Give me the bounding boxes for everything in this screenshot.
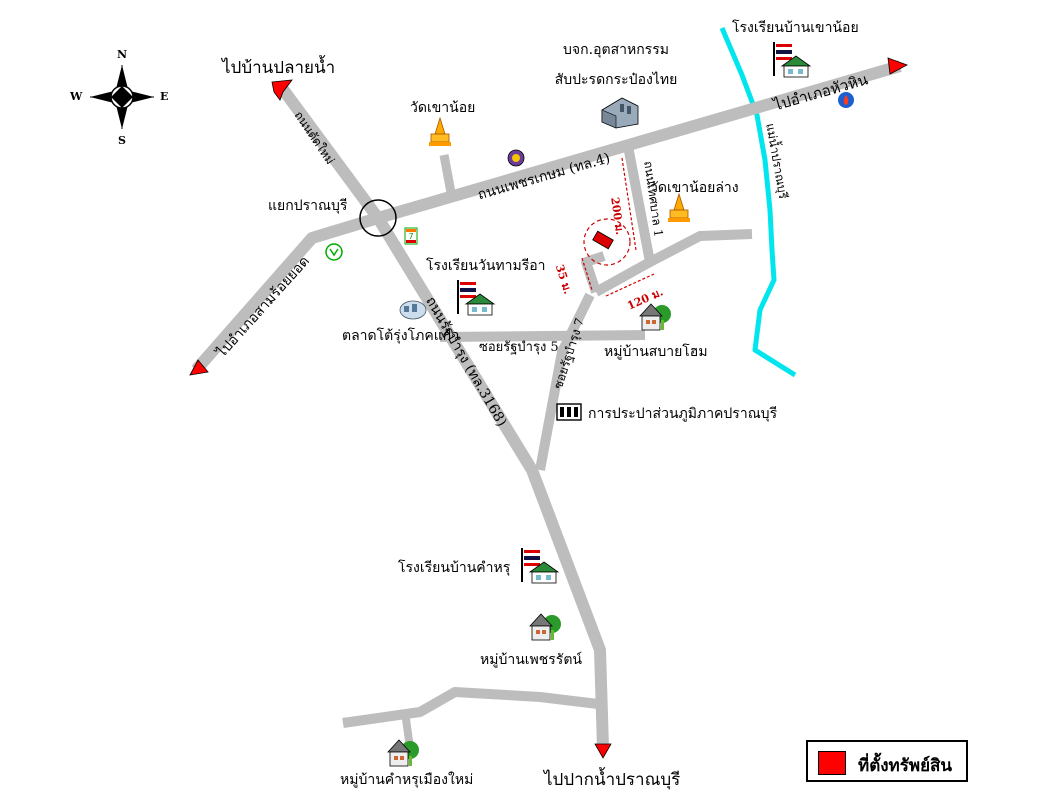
arrow-southwest-icon [189, 359, 209, 376]
direction-plai-nam: ไปบ้านปลายน้ำ [222, 58, 336, 78]
waterworks-label: การประปาส่วนภูมิภาคปราณบุรี [588, 406, 778, 422]
gas-station-icon [838, 92, 854, 108]
road-phetkasem-west [191, 212, 380, 374]
legend-box: ที่ตั้งทรัพย์สิน [806, 740, 968, 782]
arrow-north-icon [271, 79, 293, 101]
compass-south-label: S [118, 134, 126, 147]
village-icon [387, 739, 419, 767]
property-circle [583, 218, 631, 266]
road-tesaban1-east [647, 229, 753, 267]
arrow-south-icon [594, 743, 612, 759]
market-icon [399, 300, 427, 320]
road-soi7 [535, 292, 595, 471]
road-south-west [342, 687, 599, 728]
road-stub-to-property [581, 251, 606, 294]
yaek-pranburi-label: แยกปราณบุรี [268, 198, 348, 214]
school-icon [773, 42, 812, 78]
factory-label-line1: บจก.อุตสาหกรรม [563, 42, 669, 58]
compass-icon [90, 65, 154, 129]
legend-swatch [818, 751, 846, 775]
road-soi5 [439, 330, 646, 342]
wat-khao-noi-label: วัดเขาน้อย [410, 100, 476, 116]
road-phetkasem-east [376, 60, 902, 224]
bank-icon [325, 243, 343, 261]
river-line [719, 27, 797, 378]
road-north-plai-nam [277, 84, 383, 222]
road-ratthaburanung [372, 214, 609, 749]
village-icon [639, 303, 671, 331]
svg-text:7: 7 [408, 232, 413, 241]
road-to-wat-khao-noi [439, 154, 457, 199]
dist-200-line [621, 157, 637, 251]
compass-west-label: W [70, 90, 83, 103]
waterworks-icon [556, 403, 582, 421]
temple-icon [429, 116, 451, 146]
school-icon [521, 548, 560, 584]
seven-eleven-icon: 7 [404, 227, 418, 245]
direction-pak-nam-pran: ไปปากน้ำปราณบุรี [544, 770, 681, 790]
road-soi5-label: ซอยรัฐบำรุง 5 [479, 340, 559, 355]
arrow-east-icon [887, 57, 908, 75]
village-sabai-label: หมู่บ้านสบายโฮม [604, 344, 708, 360]
compass-east-label: E [160, 90, 169, 103]
factory-label-line2: สับปะรดกระป๋องไทย [554, 72, 678, 88]
dist-120-line [605, 273, 655, 297]
police-icon [507, 149, 525, 167]
village-phet-label: หมู่บ้านเพชรรัตน์ [480, 652, 582, 668]
school-khao-noi-label: โรงเรียนบ้านเขาน้อย [732, 20, 859, 36]
village-kham-ru-label: หมู่บ้านคำหรุเมืองใหม่ [340, 772, 474, 788]
compass-north-label: N [117, 48, 128, 61]
wat-khao-noi-lang-label: วัดเขาน้อยล่าง [650, 180, 739, 196]
dist-35-line [581, 257, 593, 291]
temple-icon [668, 192, 690, 222]
school-kham-ru-label: โรงเรียนบ้านคำหรุ [398, 560, 511, 576]
roundabout-icon [359, 199, 397, 237]
property-marker [592, 230, 614, 250]
factory-icon [601, 97, 639, 129]
school-wan-tham-label: โรงเรียนวันทามรีอา [426, 258, 546, 274]
market-label: ตลาดโต้รุ่งโภคแก้ว [342, 328, 460, 344]
village-icon [529, 613, 561, 641]
school-icon [457, 280, 496, 316]
legend-label: ที่ตั้งทรัพย์สิน [858, 756, 953, 776]
